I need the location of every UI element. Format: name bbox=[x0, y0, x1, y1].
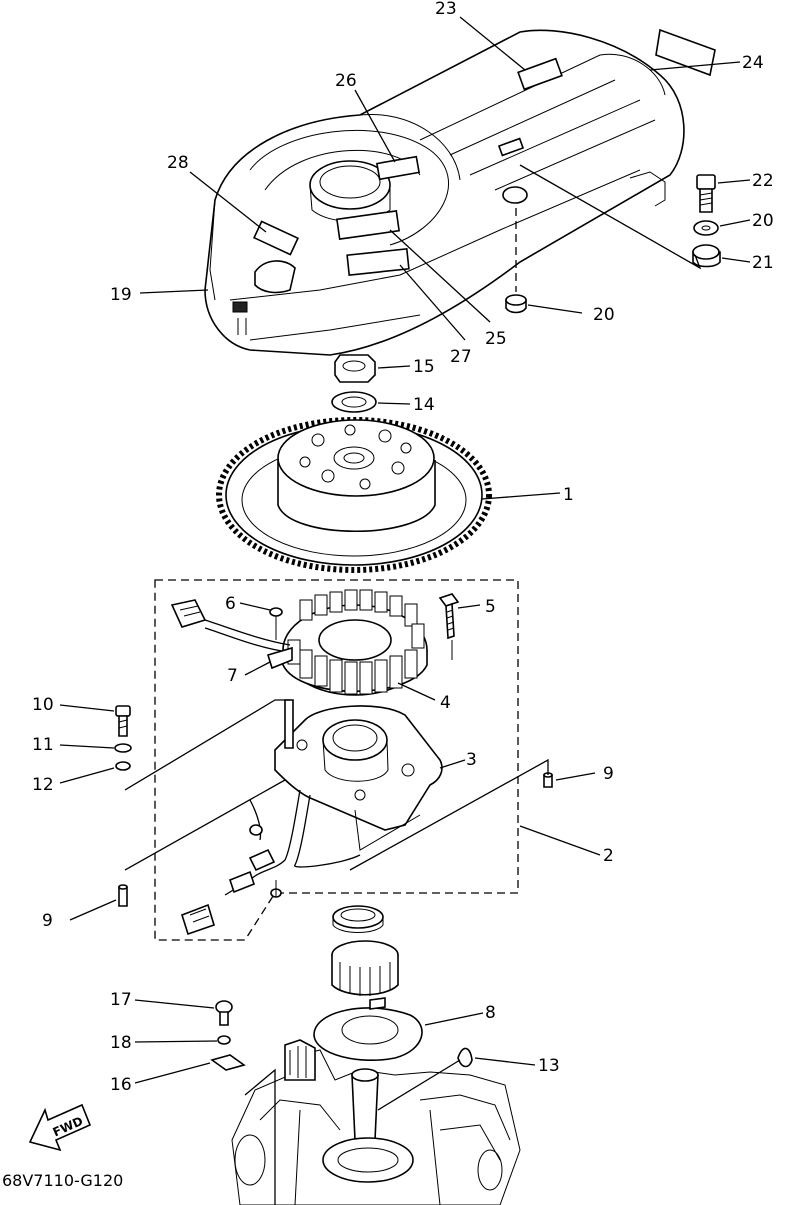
clamp-7 bbox=[266, 646, 293, 670]
callout-25: 25 bbox=[485, 329, 507, 349]
collar-20-lower bbox=[505, 294, 527, 314]
stator-wiring-harness bbox=[181, 789, 361, 936]
pulser-plate-8 bbox=[313, 997, 423, 1061]
dowel-pin-9-right bbox=[543, 772, 553, 788]
callout-27: 27 bbox=[450, 347, 472, 367]
callout-20-top: 20 bbox=[752, 211, 774, 231]
callout-8: 8 bbox=[485, 1003, 496, 1023]
callout-9-right: 9 bbox=[603, 764, 614, 784]
bolt-10 bbox=[115, 705, 131, 737]
callout-14: 14 bbox=[413, 395, 435, 415]
woodruff-key-13 bbox=[457, 1047, 473, 1068]
callout-4: 4 bbox=[440, 693, 451, 713]
callout-numbers: 23 24 26 28 22 20 21 20 19 25 27 15 14 1… bbox=[32, 0, 774, 1095]
powerhead-block bbox=[231, 1039, 521, 1205]
washer-20-top bbox=[693, 220, 719, 236]
callout-7: 7 bbox=[227, 666, 238, 686]
stator-lead-connector bbox=[170, 599, 291, 653]
flywheel-cover bbox=[204, 29, 685, 356]
leader-lines bbox=[59, 16, 751, 1205]
stator-base-3 bbox=[274, 699, 443, 851]
screw-17 bbox=[215, 1000, 233, 1026]
callout-1: 1 bbox=[563, 485, 574, 505]
flywheel-rotor bbox=[216, 417, 492, 573]
bolt-22 bbox=[696, 174, 716, 213]
callout-16: 16 bbox=[110, 1075, 132, 1095]
nut-15 bbox=[334, 354, 376, 383]
washer-11 bbox=[114, 743, 132, 753]
callout-18: 18 bbox=[110, 1033, 132, 1053]
callout-11: 11 bbox=[32, 735, 54, 755]
callout-17: 17 bbox=[110, 990, 132, 1010]
starter-gear bbox=[331, 940, 399, 996]
callout-12: 12 bbox=[32, 775, 54, 795]
callout-24: 24 bbox=[742, 53, 764, 73]
callout-23: 23 bbox=[435, 0, 457, 19]
callout-13: 13 bbox=[538, 1056, 560, 1076]
guide-stator-bolts bbox=[275, 625, 453, 660]
callout-5: 5 bbox=[485, 597, 496, 617]
bolt-5 bbox=[438, 593, 460, 640]
collar-upper bbox=[332, 905, 384, 933]
washer-18 bbox=[217, 1035, 231, 1045]
callout-10: 10 bbox=[32, 695, 54, 715]
callout-2: 2 bbox=[603, 846, 614, 866]
callout-19: 19 bbox=[110, 285, 132, 305]
callout-6: 6 bbox=[225, 594, 236, 614]
grommet-21 bbox=[692, 244, 721, 268]
callout-15: 15 bbox=[413, 357, 435, 377]
callout-20-lower: 20 bbox=[593, 305, 615, 325]
callout-21: 21 bbox=[752, 253, 774, 273]
stator-coil-4 bbox=[282, 589, 428, 696]
fwd-arrow-icon: FWD bbox=[28, 1103, 92, 1152]
washer-14 bbox=[331, 391, 377, 413]
washer-12 bbox=[115, 761, 131, 771]
callout-3: 3 bbox=[466, 750, 477, 770]
callout-22: 22 bbox=[752, 171, 774, 191]
callout-26: 26 bbox=[335, 71, 357, 91]
callout-9-left: 9 bbox=[42, 911, 53, 931]
catalog-code: 68V7110-G120 bbox=[2, 1171, 123, 1190]
callout-28: 28 bbox=[167, 153, 189, 173]
dowel-pin-9-left bbox=[118, 884, 128, 907]
plate-16 bbox=[210, 1054, 246, 1071]
label-24-sticker bbox=[655, 28, 716, 77]
